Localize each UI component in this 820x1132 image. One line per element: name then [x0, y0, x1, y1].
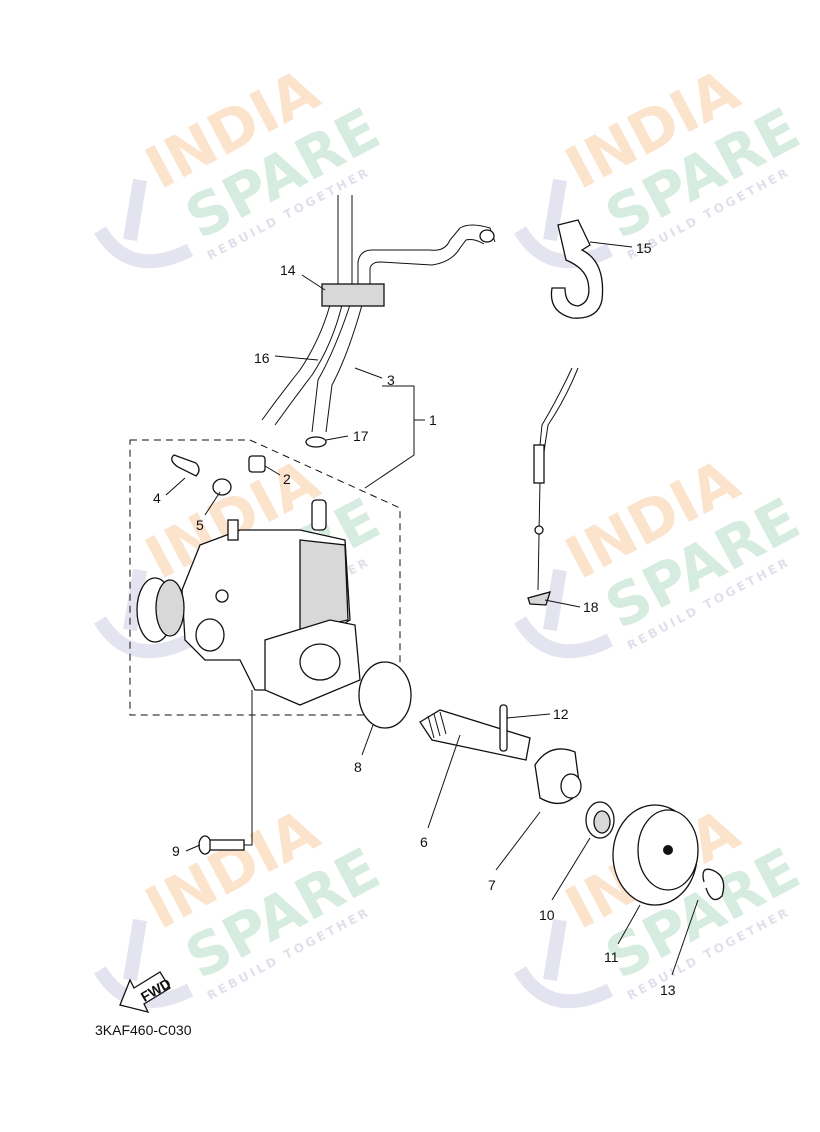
- callout-18: 18: [583, 599, 599, 615]
- watermark: [0, 0, 1, 1]
- callout-9: 9: [172, 843, 180, 859]
- callout-13: 13: [660, 982, 676, 998]
- callout-3: 3: [387, 372, 395, 388]
- callout-2: 2: [283, 471, 291, 487]
- pin-12: [499, 704, 508, 752]
- callout-17: 17: [353, 428, 369, 444]
- pump-gear-11: [612, 804, 699, 906]
- assembly-boundary: [129, 439, 401, 716]
- callout-10: 10: [539, 907, 555, 923]
- oil-delivery-pipes: [261, 195, 496, 433]
- callout-15: 15: [636, 240, 652, 256]
- joint-2: [248, 455, 266, 473]
- callout-5: 5: [196, 517, 204, 533]
- callout-7: 7: [488, 877, 496, 893]
- plug-4: [171, 454, 200, 477]
- clip-5: [212, 478, 232, 496]
- clip-15: [550, 219, 604, 319]
- callout-11: 11: [604, 949, 619, 965]
- bolt-9: [198, 835, 245, 855]
- cable-18: [537, 367, 579, 591]
- oil-pump-body: [136, 499, 361, 706]
- callout-4: 4: [153, 490, 161, 506]
- callout-6: 6: [420, 834, 428, 850]
- o-ring-8: [358, 661, 412, 729]
- leader-lines: [165, 241, 699, 976]
- clip-17: [305, 436, 327, 448]
- diagram-code: 3KAF460-C030: [95, 1022, 192, 1038]
- callout-16: 16: [254, 350, 270, 366]
- circlip-13: [702, 868, 725, 901]
- callout-14: 14: [280, 262, 296, 278]
- callout-12: 12: [553, 706, 569, 722]
- callout-1: 1: [429, 412, 437, 428]
- callout-8: 8: [354, 759, 362, 775]
